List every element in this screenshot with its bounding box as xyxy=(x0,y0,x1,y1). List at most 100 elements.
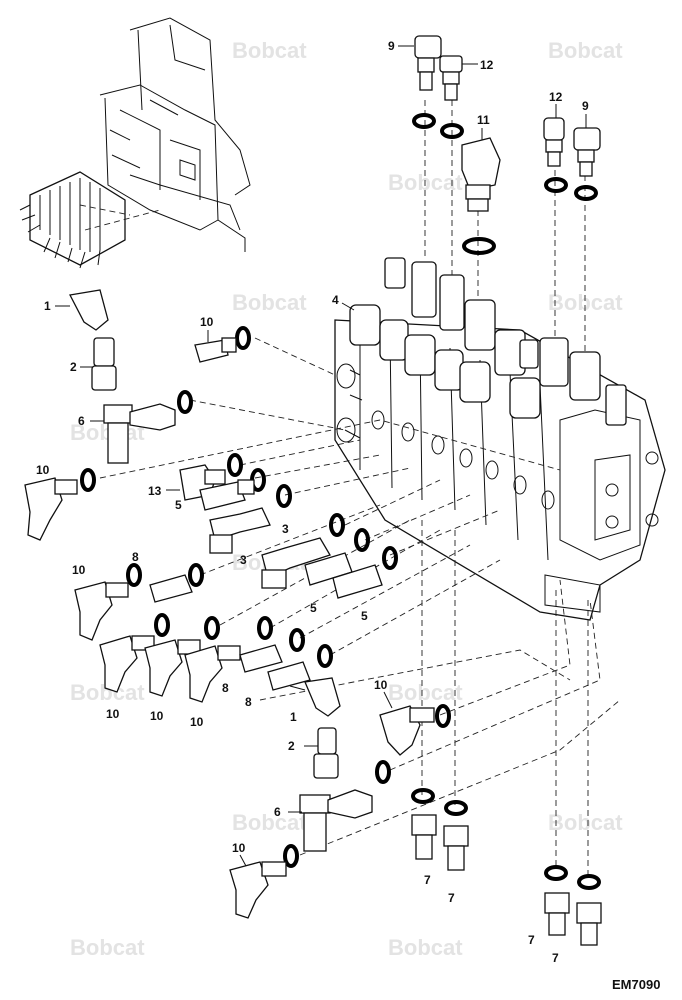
fitting-7-a xyxy=(411,814,437,860)
callout-10-b: 10 xyxy=(36,463,50,477)
svg-text:Bobcat: Bobcat xyxy=(548,38,623,63)
o-ring-17 xyxy=(154,613,170,637)
o-ring-20 xyxy=(289,628,305,652)
fittings-bottom xyxy=(229,677,602,946)
o-ring-27 xyxy=(544,865,568,881)
o-ring-25 xyxy=(411,788,435,804)
watermark-5: Bobcat xyxy=(548,290,623,315)
fittings-top xyxy=(414,35,601,212)
callout-7-c: 7 xyxy=(528,933,535,947)
fitting-3-a xyxy=(209,507,271,554)
cap-1-bot xyxy=(304,677,341,717)
fitting-9-top xyxy=(414,35,442,91)
callout-2-bot: 2 xyxy=(288,739,295,753)
spool-caps xyxy=(349,257,627,426)
callout-6-bot: 6 xyxy=(274,805,281,819)
fitting-8-a xyxy=(149,574,193,603)
watermark-11: Bobcat xyxy=(232,810,307,835)
callout-10-d: 10 xyxy=(106,707,120,721)
callout-3-b: 3 xyxy=(240,553,247,567)
svg-text:Bobcat: Bobcat xyxy=(388,680,463,705)
elbow-10-g xyxy=(379,705,435,756)
callout-10-f: 10 xyxy=(190,715,204,729)
watermark-14: Bobcat xyxy=(388,935,463,960)
callout-3-a: 3 xyxy=(282,522,289,536)
tee-6-bot xyxy=(299,789,373,852)
callout-2-top: 2 xyxy=(70,360,77,374)
o-ring-21 xyxy=(317,644,333,668)
machine-frame-locator xyxy=(99,17,251,252)
o-ring-12 xyxy=(329,513,345,537)
fitting-7-d xyxy=(576,902,602,946)
callout-6-top: 6 xyxy=(78,414,85,428)
fittings-left xyxy=(24,289,383,703)
diagonal-assembly-lines xyxy=(99,337,621,856)
elbow-10-h xyxy=(229,861,287,919)
elbow-10-e xyxy=(144,639,201,697)
callout-10-a: 10 xyxy=(200,315,214,329)
adapter-2-bot xyxy=(313,727,339,779)
svg-text:Bobcat: Bobcat xyxy=(388,170,463,195)
callout-10-h: 10 xyxy=(232,841,246,855)
o-ring-22 xyxy=(435,704,451,728)
o-ring-2 xyxy=(440,123,464,139)
o-ring-16 xyxy=(188,563,204,587)
valve-bank-locator xyxy=(19,171,161,269)
tee-6-top xyxy=(103,403,176,464)
watermark-12: Bobcat xyxy=(548,810,623,835)
fitting-5-c xyxy=(332,564,383,599)
o-ring-13 xyxy=(354,528,370,552)
callout-7-d: 7 xyxy=(552,951,559,965)
o-ring-14 xyxy=(382,546,398,570)
fitting-9-right xyxy=(573,127,601,177)
drawing-code: EM7090 xyxy=(612,977,660,992)
svg-text:Bobcat: Bobcat xyxy=(388,935,463,960)
o-ring-28 xyxy=(577,874,601,890)
o-ring-19 xyxy=(257,616,273,640)
watermark-10: Bobcat xyxy=(388,680,463,705)
elbow-10-d xyxy=(99,635,155,693)
fitting-11 xyxy=(461,137,501,212)
fitting-12-top xyxy=(439,55,463,101)
elbow-10-a xyxy=(194,337,237,363)
leader-lines xyxy=(55,45,587,867)
callout-9-right: 9 xyxy=(582,99,589,113)
o-ring-23 xyxy=(375,760,391,784)
elbow-10-c xyxy=(74,581,129,641)
o-ring-5 xyxy=(574,185,598,201)
watermark-13: Bobcat xyxy=(70,935,145,960)
fitting-5-a xyxy=(199,479,255,511)
svg-text:Bobcat: Bobcat xyxy=(232,290,307,315)
watermark-3: Bobcat xyxy=(388,170,463,195)
fitting-8-c xyxy=(267,661,311,691)
callout-5-c: 5 xyxy=(361,609,368,623)
o-ring-3 xyxy=(462,237,496,255)
svg-text:Bobcat: Bobcat xyxy=(232,810,307,835)
o-ring-11 xyxy=(276,484,292,508)
callout-12-right: 12 xyxy=(549,90,563,104)
watermark-2: Bobcat xyxy=(548,38,623,63)
elbow-10-b xyxy=(24,477,78,541)
callout-4: 4 xyxy=(332,293,339,307)
callout-11: 11 xyxy=(477,113,490,127)
o-ring-18 xyxy=(204,616,220,640)
callout-10-e: 10 xyxy=(150,709,164,723)
svg-text:Bobcat: Bobcat xyxy=(548,810,623,835)
fitting-8-b xyxy=(239,644,283,673)
callout-7-b: 7 xyxy=(448,891,455,905)
svg-text:Bobcat: Bobcat xyxy=(548,290,623,315)
fitting-12-right xyxy=(543,117,565,167)
watermark-4: Bobcat xyxy=(232,290,307,315)
callout-10-g: 10 xyxy=(374,678,388,692)
cap-1-top xyxy=(69,289,109,331)
fitting-3-b xyxy=(261,537,331,589)
callout-8-a: 8 xyxy=(132,550,139,564)
callout-9-top: 9 xyxy=(388,39,395,53)
svg-text:Bobcat: Bobcat xyxy=(70,935,145,960)
o-ring-6 xyxy=(235,326,251,350)
callout-13: 13 xyxy=(148,484,162,498)
callout-5-a: 5 xyxy=(175,498,182,512)
o-ring-9 xyxy=(227,453,243,477)
callout-7-a: 7 xyxy=(424,873,431,887)
o-ring-15 xyxy=(126,563,142,587)
